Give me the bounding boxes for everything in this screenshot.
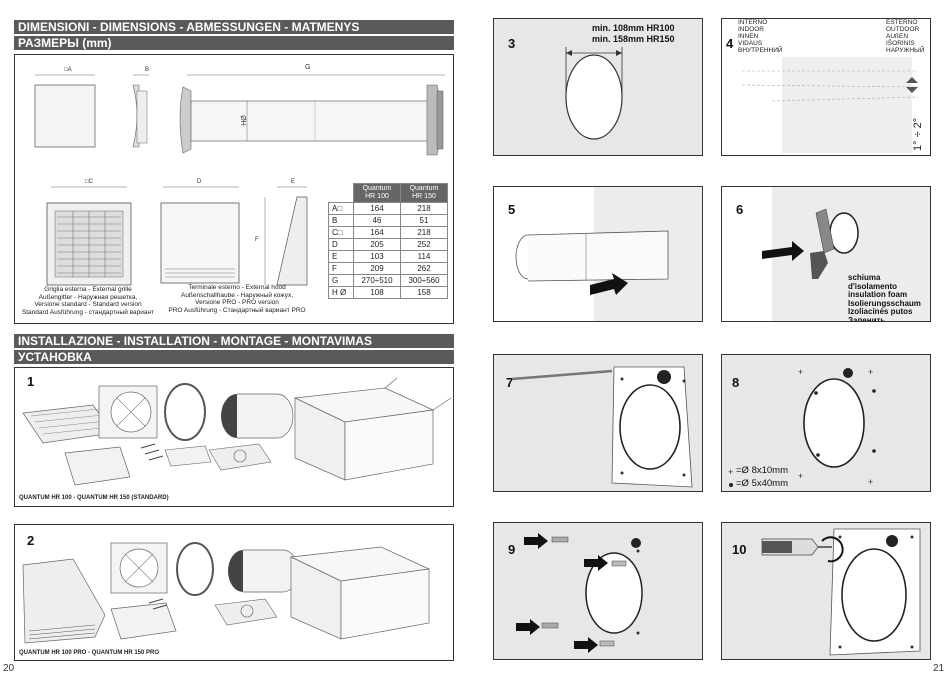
step-2-caption: QUANTUM HR 100 PRO - QUANTUM HR 150 PRO	[19, 650, 160, 656]
dim-label-b: B	[145, 67, 150, 73]
dim-label-d: D	[197, 179, 202, 185]
table-cell: 114	[400, 250, 448, 263]
svg-text:+: +	[868, 477, 873, 487]
table-cell-key: E	[328, 250, 354, 263]
page-number-left: 20	[3, 663, 15, 674]
step-3-panel: 3 min. 108mm HR100 min. 158mm HR150	[493, 18, 703, 156]
table-cell-key: A□	[328, 202, 354, 215]
step-10-screw-plate-illustration	[761, 528, 921, 656]
step-7-number: 7	[506, 375, 514, 390]
table-cell: 218	[400, 226, 448, 239]
grille-caption: Griglia esterna - External grille Außeng…	[21, 286, 155, 316]
step-6-number: 6	[736, 202, 744, 217]
table-corner	[328, 183, 354, 203]
table-cell: 51	[400, 214, 448, 227]
dim-label-e: E	[291, 179, 296, 185]
table-header-row: Quantum HR 100 Quantum HR 150	[328, 183, 448, 203]
step-5-pipe-insert-illustration	[515, 230, 669, 295]
dim-label-h: HØ	[240, 115, 248, 126]
dimensions-heading: DIMENSIONI - DIMENSIONS - ABMESSUNGEN - …	[14, 20, 454, 34]
step-2-number: 2	[27, 533, 35, 548]
step-1-panel: 1 QUANTUM HR 100 - QUANTUM HR 150 (STAND…	[14, 367, 454, 507]
step-6-panel: 6 schiuma d'isolamento insulation foam I…	[721, 186, 931, 322]
svg-text:+: +	[868, 367, 873, 377]
step-9-anchors-illustration	[516, 533, 643, 653]
step-5-number: 5	[508, 202, 516, 217]
svg-text:+: +	[798, 367, 803, 377]
step-4-indoor-labels: INTERNO INDOOR INNEN VIDAUS ВНУТРЕННИЙ	[738, 19, 783, 54]
step-9-number: 9	[508, 542, 516, 557]
dim-label-f: F	[255, 237, 259, 243]
step-4-number: 4	[726, 36, 734, 51]
step-8-legend-dot: =Ø 5x40mm	[736, 478, 789, 489]
table-cell: 252	[400, 238, 448, 251]
installation-heading-ru: УСТАНОВКА	[14, 350, 454, 364]
table-cell: 262	[400, 262, 448, 275]
table-cell-key: B	[328, 214, 354, 227]
step-4-panel: 4 INTERNO INDOOR INNEN VIDAUS ВНУТРЕННИЙ…	[721, 18, 931, 156]
table-cell: 46	[353, 214, 401, 227]
dim-label-g: G	[305, 64, 311, 71]
step-1-caption: QUANTUM HR 100 - QUANTUM HR 150 (STANDAR…	[19, 495, 169, 501]
step-5-panel: 5	[493, 186, 703, 322]
table-cell-key: H Ø	[328, 286, 354, 299]
dimensions-heading-ru: РАЗМЕРЫ (mm)	[14, 36, 454, 50]
step-9-panel: 9	[493, 522, 703, 660]
table-cell: 164	[353, 226, 401, 239]
step-1-kit-illustration	[22, 377, 452, 486]
step-8-drill-illustration: + + + + +	[728, 367, 876, 487]
step-4-angle: 1° ÷ 2°	[912, 117, 924, 151]
table-cell-key: C□	[328, 226, 354, 239]
dimensions-drawings	[34, 74, 445, 286]
table-cell: 108	[353, 286, 401, 299]
step-6-foam-label: schiuma d'isolamento insulation foam Iso…	[848, 273, 921, 322]
table-cell-key: G	[328, 274, 354, 287]
step-7-panel: 7	[493, 354, 703, 492]
step-8-legend-plus: =Ø 8x10mm	[736, 465, 789, 476]
step-2-panel: 2 QUANTUM HR 100 PRO - QUANTUM HR 150 PR…	[14, 524, 454, 661]
step-4-outdoor-labels: ESTERNO OUTDOOR AUßEN IŠORINIS НАРУЖНЫЙ	[886, 19, 925, 54]
installation-heading: INSTALLAZIONE - INSTALLATION - MONTAGE -…	[14, 334, 454, 348]
dim-label-c: □C	[85, 179, 93, 185]
table-cell: 218	[400, 202, 448, 215]
step-8-panel: 8 + + + + + =Ø 8x10mm =Ø 5x40mm	[721, 354, 931, 492]
table-cell-key: D	[328, 238, 354, 251]
step-6-foam-illustration	[762, 208, 859, 279]
table-cell: 270÷510	[353, 274, 401, 287]
svg-text:+: +	[728, 467, 733, 477]
step-8-number: 8	[732, 375, 740, 390]
table-column-header: Quantum HR 100	[353, 183, 401, 203]
step-2-kit-illustration	[22, 542, 431, 644]
table-column-header: Quantum HR 150	[400, 183, 448, 203]
step-3-number: 3	[508, 36, 516, 51]
svg-text:+: +	[798, 471, 803, 481]
table-cell: 300÷560	[400, 274, 448, 287]
dim-label-a: □A	[64, 67, 72, 73]
page-number-right: 21	[933, 663, 945, 674]
step-1-number: 1	[27, 374, 35, 389]
step-7-mark-plate-illustration	[511, 366, 693, 488]
step-3-min-diameter: min. 108mm HR100 min. 158mm HR150	[592, 23, 675, 44]
table-cell-key: F	[328, 262, 354, 275]
table-cell: 205	[353, 238, 401, 251]
step-4-slope-illustration	[741, 57, 919, 153]
table-cell: 103	[353, 250, 401, 263]
hood-caption: Terminale esterno - External hood Außens…	[168, 284, 306, 314]
step-10-number: 10	[732, 542, 747, 557]
table-cell: 158	[400, 286, 448, 299]
table-cell: 209	[353, 262, 401, 275]
step-3-hole-illustration	[565, 47, 623, 140]
table-cell: 164	[353, 202, 401, 215]
step-10-panel: 10	[721, 522, 931, 660]
